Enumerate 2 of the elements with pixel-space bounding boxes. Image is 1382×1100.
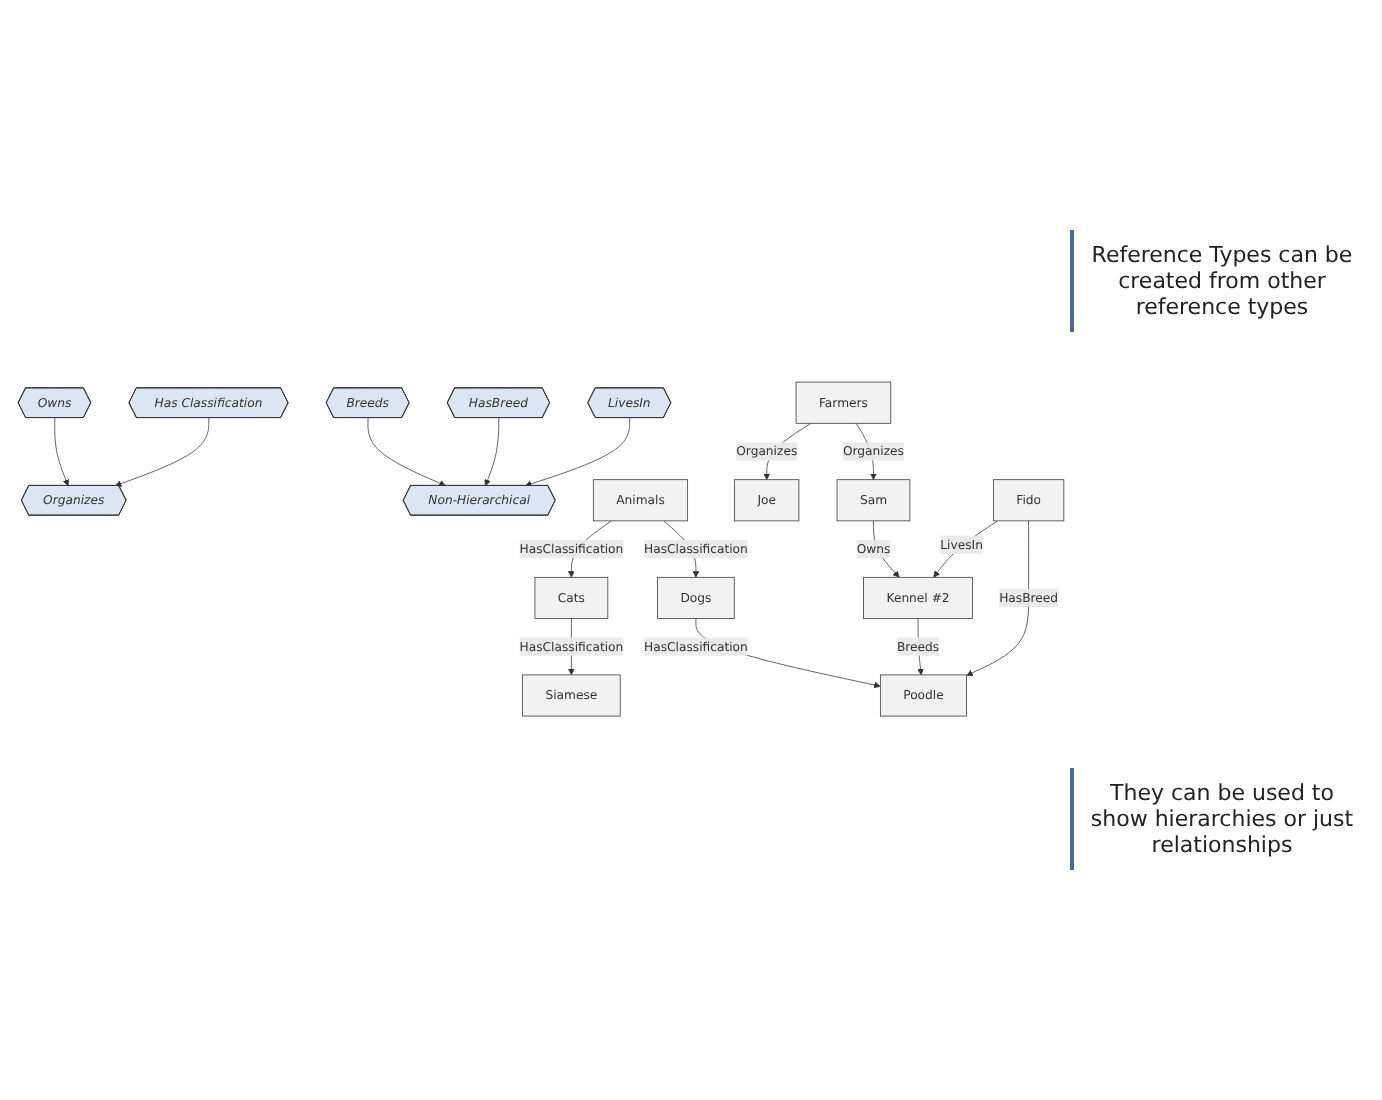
note-text: They can be used to show hierarchies or just relationships xyxy=(1070,768,1370,870)
note-text: Reference Types can be created from other reference types xyxy=(1070,230,1370,332)
